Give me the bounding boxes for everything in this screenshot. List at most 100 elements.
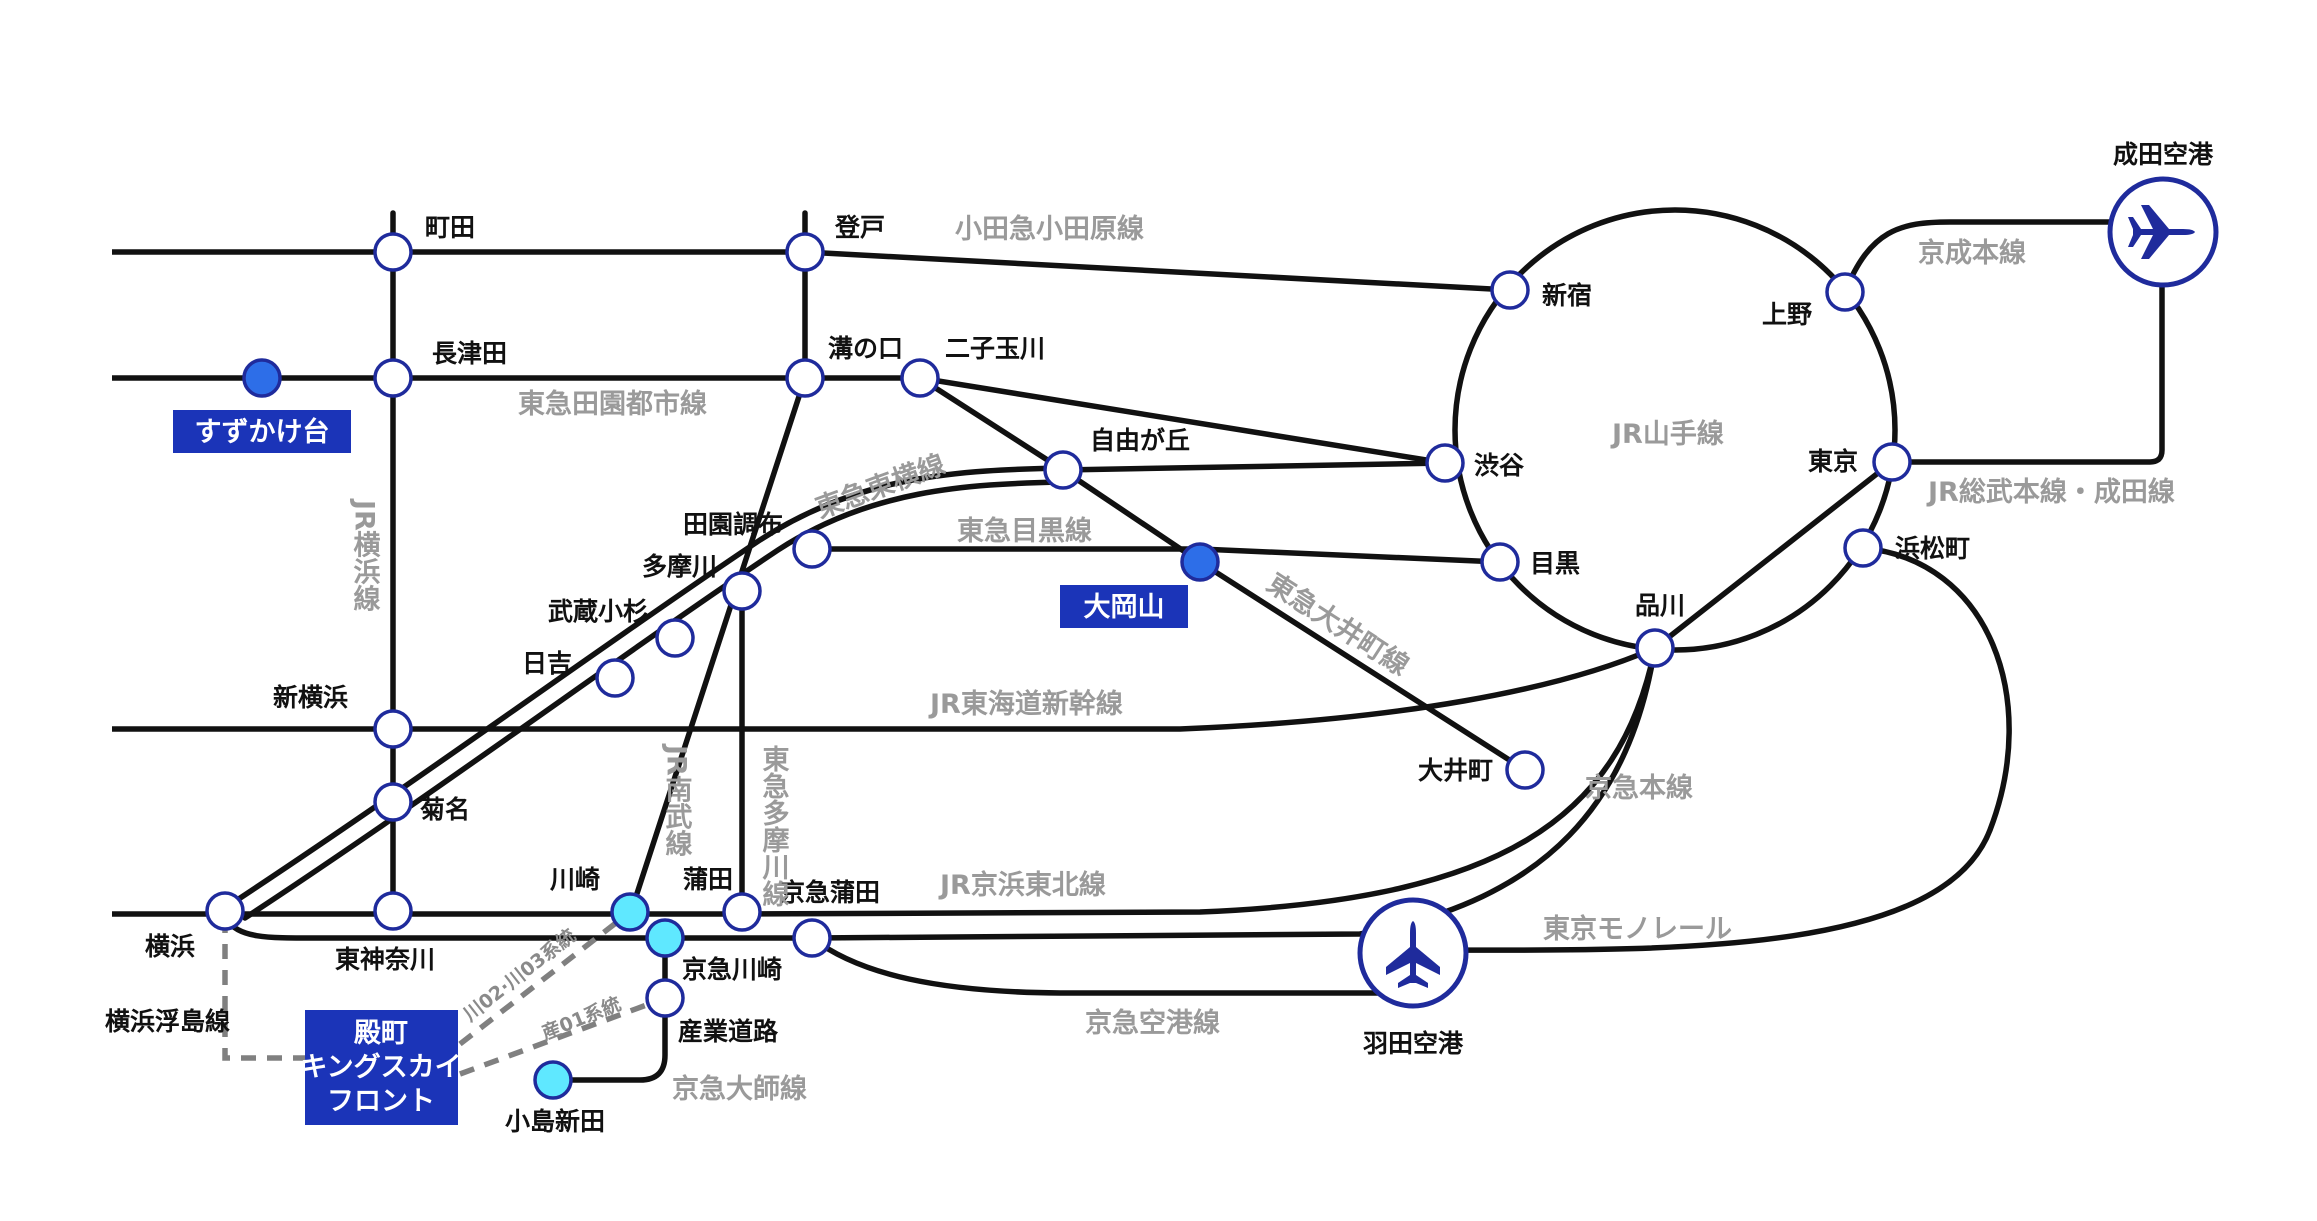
station-higashikanagawa[interactable] bbox=[373, 891, 413, 931]
track-keisei bbox=[1842, 219, 2128, 295]
station-tokyo[interactable] bbox=[1872, 442, 1912, 482]
station-oimachi[interactable] bbox=[1505, 750, 1545, 790]
label-noborito: 登戸 bbox=[834, 213, 885, 242]
station-kawasaki[interactable] bbox=[610, 892, 650, 932]
label-kikuna: 菊名 bbox=[420, 795, 470, 824]
station-jiyugaoka[interactable] bbox=[1043, 450, 1083, 490]
station-denenchofu[interactable] bbox=[792, 529, 832, 569]
station-hiyoshi[interactable] bbox=[595, 658, 635, 698]
label-kojima-shinden: 小島新田 bbox=[505, 1107, 605, 1136]
line-label-keihin-tohoku: JR京浜東北線 bbox=[938, 869, 1106, 901]
line-label-keisei: 京成本線 bbox=[1918, 237, 2026, 269]
line-label-nambu: JR南武線 bbox=[661, 743, 693, 857]
station-musashikosugi[interactable] bbox=[655, 618, 695, 658]
line-label-keikyu-main: 京急本線 bbox=[1585, 772, 1693, 804]
label-sangyo-doro: 産業道路 bbox=[678, 1017, 779, 1046]
station-keikyu-kamata[interactable] bbox=[792, 918, 832, 958]
label-hamamatsucho: 浜松町 bbox=[1895, 534, 1970, 563]
track-yamanote bbox=[1452, 207, 1898, 653]
station-hamamatsucho[interactable] bbox=[1843, 528, 1883, 568]
station-shibuya[interactable] bbox=[1425, 443, 1465, 483]
label-tonomachi-1: 殿町 bbox=[353, 1018, 408, 1049]
label-tokyo: 東京 bbox=[1808, 447, 1858, 476]
station-kamata[interactable] bbox=[722, 892, 762, 932]
label-meguro: 目黒 bbox=[1530, 549, 1580, 578]
station-kikuna[interactable] bbox=[373, 782, 413, 822]
station-shinagawa[interactable] bbox=[1635, 628, 1675, 668]
track-sobu bbox=[1652, 242, 2165, 651]
station-meguro[interactable] bbox=[1480, 542, 1520, 582]
line-label-yamanote: JR山手線 bbox=[1610, 418, 1724, 450]
tonomachi-highlight-box bbox=[305, 1010, 458, 1125]
label-higashikanagawa: 東神奈川 bbox=[335, 945, 435, 974]
label-haneda-airport: 羽田空港 bbox=[1363, 1029, 1464, 1058]
label-shibuya: 渋谷 bbox=[1474, 451, 1525, 480]
label-hiyoshi: 日吉 bbox=[522, 649, 572, 678]
station-suzukakedai[interactable] bbox=[242, 358, 282, 398]
bus-label-sangyo: 産01系統 bbox=[538, 992, 624, 1045]
line-labels: 小田急小田原線 京成本線 東急田園都市線 JR山手線 東急東横線 JR総武本線・… bbox=[105, 213, 2175, 1105]
label-ookayama: 大岡山 bbox=[1084, 592, 1165, 623]
ookayama-highlight-box bbox=[1060, 585, 1188, 628]
label-tamagawa: 多摩川 bbox=[642, 552, 717, 581]
label-suzukakedai: すずかけ台 bbox=[195, 416, 330, 448]
line-label-tamagawa-line: 東急多摩川線 bbox=[758, 745, 790, 907]
station-mizonokuchi[interactable] bbox=[785, 358, 825, 398]
label-shinyokohama: 新横浜 bbox=[273, 683, 348, 712]
label-keikyu-kamata: 京急蒲田 bbox=[780, 878, 880, 907]
label-machida: 町田 bbox=[425, 213, 475, 242]
airplane-icon bbox=[2128, 205, 2195, 259]
label-kawasaki: 川崎 bbox=[550, 865, 600, 894]
label-keikyu-kawasaki: 京急川崎 bbox=[682, 955, 782, 984]
line-label-sobu-narita: JR総武本線・成田線 bbox=[1926, 476, 2175, 508]
airplane-icon bbox=[1386, 921, 1440, 988]
track-oimachi bbox=[917, 375, 1528, 773]
label-denenchofu: 田園調布 bbox=[683, 510, 783, 539]
station-tamagawa[interactable] bbox=[722, 571, 762, 611]
line-label-tokaido-shinkansen: JR東海道新幹線 bbox=[928, 688, 1123, 720]
stations bbox=[205, 232, 1912, 1100]
station-ookayama[interactable] bbox=[1180, 542, 1220, 582]
label-narita-airport: 成田空港 bbox=[2113, 140, 2214, 169]
track-keikyu-airport bbox=[809, 935, 1415, 996]
label-kamata: 蒲田 bbox=[683, 865, 733, 894]
station-futakotamagawa[interactable] bbox=[900, 358, 940, 398]
airport-narita[interactable] bbox=[2107, 176, 2219, 288]
station-shinyokohama[interactable] bbox=[373, 709, 413, 749]
bus-route-sangyo bbox=[459, 997, 661, 1077]
label-jiyugaoka: 自由が丘 bbox=[1090, 426, 1190, 455]
label-ueno: 上野 bbox=[1762, 300, 1812, 329]
label-oimachi: 大井町 bbox=[1418, 756, 1493, 785]
station-sangyo-doro[interactable] bbox=[645, 978, 685, 1018]
station-ueno[interactable] bbox=[1825, 272, 1865, 312]
label-shinjuku: 新宿 bbox=[1542, 281, 1592, 310]
line-label-keikyu-airport: 京急空港線 bbox=[1085, 1007, 1220, 1039]
track-monorail bbox=[1409, 545, 2012, 953]
line-label-yokohama-line: JR横浜線 bbox=[349, 498, 381, 612]
label-musashikosugi: 武蔵小杉 bbox=[548, 597, 648, 626]
airport-haneda[interactable] bbox=[1357, 897, 1469, 1009]
station-noborito[interactable] bbox=[785, 232, 825, 272]
label-futakotamagawa: 二子玉川 bbox=[945, 334, 1045, 363]
station-keikyu-kawasaki[interactable] bbox=[645, 918, 685, 958]
line-label-tsurumi: 横浜浮島線 bbox=[105, 1007, 230, 1036]
track-shinkansen bbox=[112, 645, 1657, 732]
suzukakedai-highlight-box bbox=[173, 410, 351, 453]
station-machida[interactable] bbox=[373, 232, 413, 272]
label-tonomachi-3: フロント bbox=[327, 1086, 435, 1117]
bus-route-kawasaki bbox=[458, 909, 632, 1047]
line-label-keikyu-daishi: 京急大師線 bbox=[672, 1073, 807, 1105]
track-keikyu-daishi bbox=[557, 935, 668, 1083]
track-jiyugaoka-shibuya bbox=[1060, 460, 1448, 473]
station-nagatsuta[interactable] bbox=[373, 358, 413, 398]
station-yokohama[interactable] bbox=[205, 891, 245, 931]
line-label-meguro: 東急目黒線 bbox=[957, 515, 1092, 547]
line-label-odakyu: 小田急小田原線 bbox=[955, 213, 1144, 245]
station-kojima-shinden[interactable] bbox=[533, 1060, 573, 1100]
track-meguro bbox=[809, 546, 1503, 565]
station-labels: 町田 登戸 長津田 溝の口 二子玉川 自由が丘 新宿 上野 成田空港 渋谷 東京… bbox=[145, 140, 2214, 1136]
label-nagatsuta: 長津田 bbox=[432, 339, 507, 368]
station-shinjuku[interactable] bbox=[1490, 270, 1530, 310]
label-yokohama: 横浜 bbox=[145, 932, 195, 961]
